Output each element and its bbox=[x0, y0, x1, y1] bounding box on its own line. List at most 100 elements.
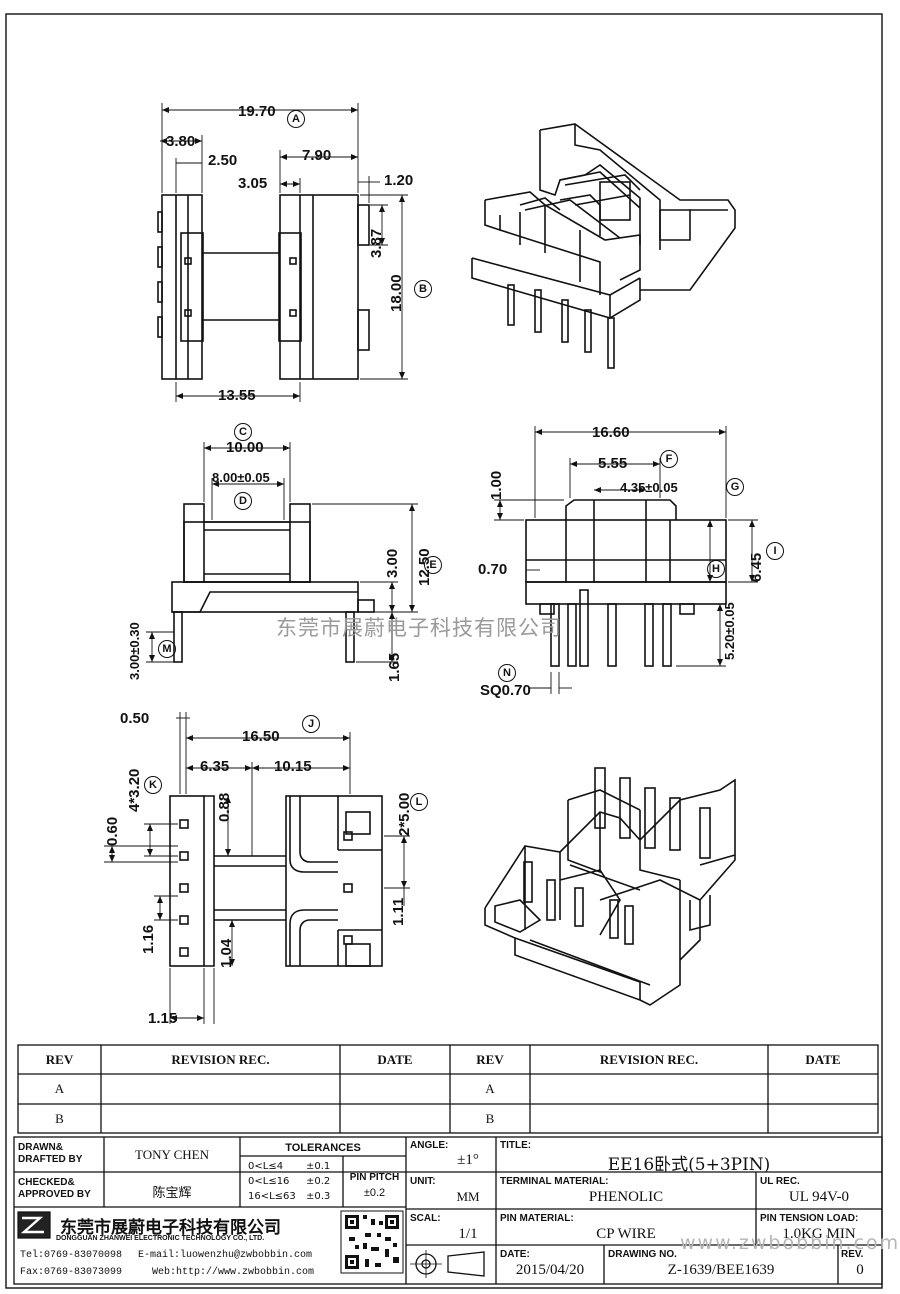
rev-header-1: REV bbox=[45, 1052, 74, 1067]
terminal-material-label: TERMINAL MATERIAL: bbox=[500, 1176, 609, 1187]
company-web: Web:http://www.zwbobbin.com bbox=[152, 1267, 315, 1278]
dim-16-50: 16.50 bbox=[242, 728, 280, 745]
rev-label: REV. bbox=[841, 1249, 864, 1260]
dim-16-60: 16.60 bbox=[592, 424, 630, 441]
scale-label: SCAL: bbox=[410, 1213, 441, 1224]
dim-19-70: 19.70 bbox=[238, 103, 276, 120]
dim-1-00: 1.00 bbox=[488, 470, 505, 500]
dim-4x3-20: 4*3.20 bbox=[126, 768, 143, 812]
tolerances-label: TOLERANCES bbox=[285, 1142, 361, 1154]
checked-by-value: 陈宝辉 bbox=[152, 1186, 192, 1201]
drawing-no-label: DRAWING NO. bbox=[608, 1249, 677, 1260]
marker-a: A bbox=[287, 110, 305, 128]
unit-label: UNIT: bbox=[410, 1176, 436, 1187]
dim-13-55: 13.55 bbox=[218, 387, 256, 404]
date-header-2: DATE bbox=[805, 1052, 841, 1067]
marker-m: M bbox=[158, 640, 176, 658]
drawn-by-label: DRAWN& DRAFTED BY bbox=[18, 1142, 83, 1165]
dim-12-50: 12.50 bbox=[416, 548, 433, 586]
dim-10-00: 10.00 bbox=[226, 439, 264, 456]
dim-3-00: 3.00 bbox=[384, 548, 401, 578]
angle-label: ANGLE: bbox=[410, 1140, 449, 1151]
dim-1-16: 1.16 bbox=[140, 924, 157, 954]
rev-value: 0 bbox=[856, 1262, 864, 1278]
rev-b-right: B bbox=[485, 1111, 495, 1126]
unit-value: MM bbox=[456, 1189, 480, 1204]
marker-f: F bbox=[660, 450, 678, 468]
dim-1-65: 1.65 bbox=[386, 652, 403, 682]
pin-pitch-label: PIN PITCH bbox=[349, 1172, 400, 1183]
dim-sq0-70: SQ0.70 bbox=[480, 682, 531, 699]
ul-rec-value: UL 94V-0 bbox=[788, 1189, 850, 1205]
tolerance-row-3-value: ±0.3 bbox=[306, 1191, 331, 1202]
dim-18-00: 18.00 bbox=[388, 274, 405, 312]
company-name-en: DONGGUAN ZHANWEI ELECTRONIC TECHNOLOGY C… bbox=[56, 1235, 265, 1242]
company-tel: Tel:0769-83070098 bbox=[20, 1250, 123, 1261]
marker-c: C bbox=[234, 423, 252, 441]
marker-j: J bbox=[302, 715, 320, 733]
drawn-by-value: TONY CHEN bbox=[134, 1147, 210, 1162]
dim-6-35: 6.35 bbox=[200, 758, 230, 775]
marker-d: D bbox=[234, 492, 252, 510]
rev-a-right: A bbox=[485, 1081, 495, 1096]
watermark-company: 东莞市展蔚电子科技有限公司 bbox=[276, 616, 562, 640]
company-email: E-mail:luowenzhu@zwbobbin.com bbox=[138, 1250, 313, 1261]
pin-material-label: PIN MATERIAL: bbox=[500, 1213, 574, 1224]
dim-6-45: 6.45 bbox=[748, 552, 765, 582]
tolerance-row-1-range: 0<L≤4 bbox=[248, 1161, 284, 1172]
drawing-no-value: Z-1639/BEE1639 bbox=[667, 1262, 775, 1278]
dim-0-88: 0.88 bbox=[216, 792, 233, 822]
checked-by-label: CHECKED& APPROVED BY bbox=[18, 1177, 91, 1200]
marker-e: E bbox=[424, 556, 442, 574]
rev-a-left: A bbox=[54, 1081, 65, 1096]
tolerance-row-3-range: 16<L≤63 bbox=[248, 1191, 296, 1202]
dim-1-11: 1.11 bbox=[390, 897, 407, 926]
dim-3-05: 3.05 bbox=[238, 175, 268, 192]
pin-material-value: CP WIRE bbox=[596, 1226, 656, 1242]
dim-1-04: 1.04 bbox=[218, 938, 235, 968]
dim-0-70: 0.70 bbox=[478, 561, 508, 578]
rev-b-left: B bbox=[55, 1111, 64, 1126]
dim-1-20: 1.20 bbox=[384, 172, 414, 189]
watermark-url: www.zwbobbin.com bbox=[680, 1232, 900, 1254]
tolerance-row-2-value: ±0.2 bbox=[306, 1176, 331, 1187]
date-label: DATE: bbox=[500, 1249, 530, 1260]
company-logo bbox=[17, 1211, 51, 1239]
dim-0-60: 0.60 bbox=[104, 816, 121, 846]
marker-b: B bbox=[414, 280, 432, 298]
revision-rec-header-2: REVISION REC. bbox=[599, 1052, 699, 1067]
revision-rec-header-1: REVISION REC. bbox=[171, 1052, 270, 1067]
dim-1-15: 1.15 bbox=[148, 1010, 178, 1027]
pin-tension-label: PIN TENSION LOAD: bbox=[760, 1213, 859, 1224]
tolerance-row-2-range: 0<L≤16 bbox=[248, 1176, 290, 1187]
marker-l: L bbox=[410, 793, 428, 811]
dim-7-90: 7.90 bbox=[302, 147, 332, 164]
date-header-1: DATE bbox=[377, 1052, 413, 1067]
marker-i: I bbox=[766, 542, 784, 560]
company-fax: Fax:0769-83073099 bbox=[20, 1267, 123, 1278]
dim-3-00-tol: 3.00±0.30 bbox=[127, 622, 142, 680]
marker-n: N bbox=[498, 664, 516, 682]
scale-value: 1/1 bbox=[458, 1226, 478, 1242]
dim-2x5-00: 2*5.00 bbox=[396, 792, 413, 836]
dim-5-55: 5.55 bbox=[598, 455, 628, 472]
dim-5-20: 5.20±0.05 bbox=[722, 602, 737, 660]
angle-value: ±1° bbox=[457, 1152, 479, 1168]
dim-4-35: 4.35±0.05 bbox=[620, 480, 678, 495]
ul-rec-label: UL REC. bbox=[760, 1176, 800, 1187]
dim-10-15: 10.15 bbox=[274, 758, 312, 775]
dim-0-50: 0.50 bbox=[120, 710, 150, 727]
pin-pitch-value: ±0.2 bbox=[363, 1187, 386, 1199]
dim-3-87: 3.87 bbox=[368, 228, 385, 258]
company-name-cn: 东莞市展蔚电子科技有限公司 bbox=[60, 1218, 281, 1238]
dim-3-80: 3.80 bbox=[166, 133, 196, 150]
marker-k: K bbox=[144, 776, 162, 794]
terminal-material-value: PHENOLIC bbox=[588, 1189, 664, 1205]
tolerance-row-1-value: ±0.1 bbox=[306, 1161, 331, 1172]
rev-header-2: REV bbox=[476, 1052, 504, 1067]
dim-2-50: 2.50 bbox=[208, 152, 238, 169]
title-label: TITLE: bbox=[500, 1140, 532, 1151]
date-value: 2015/04/20 bbox=[515, 1262, 585, 1278]
